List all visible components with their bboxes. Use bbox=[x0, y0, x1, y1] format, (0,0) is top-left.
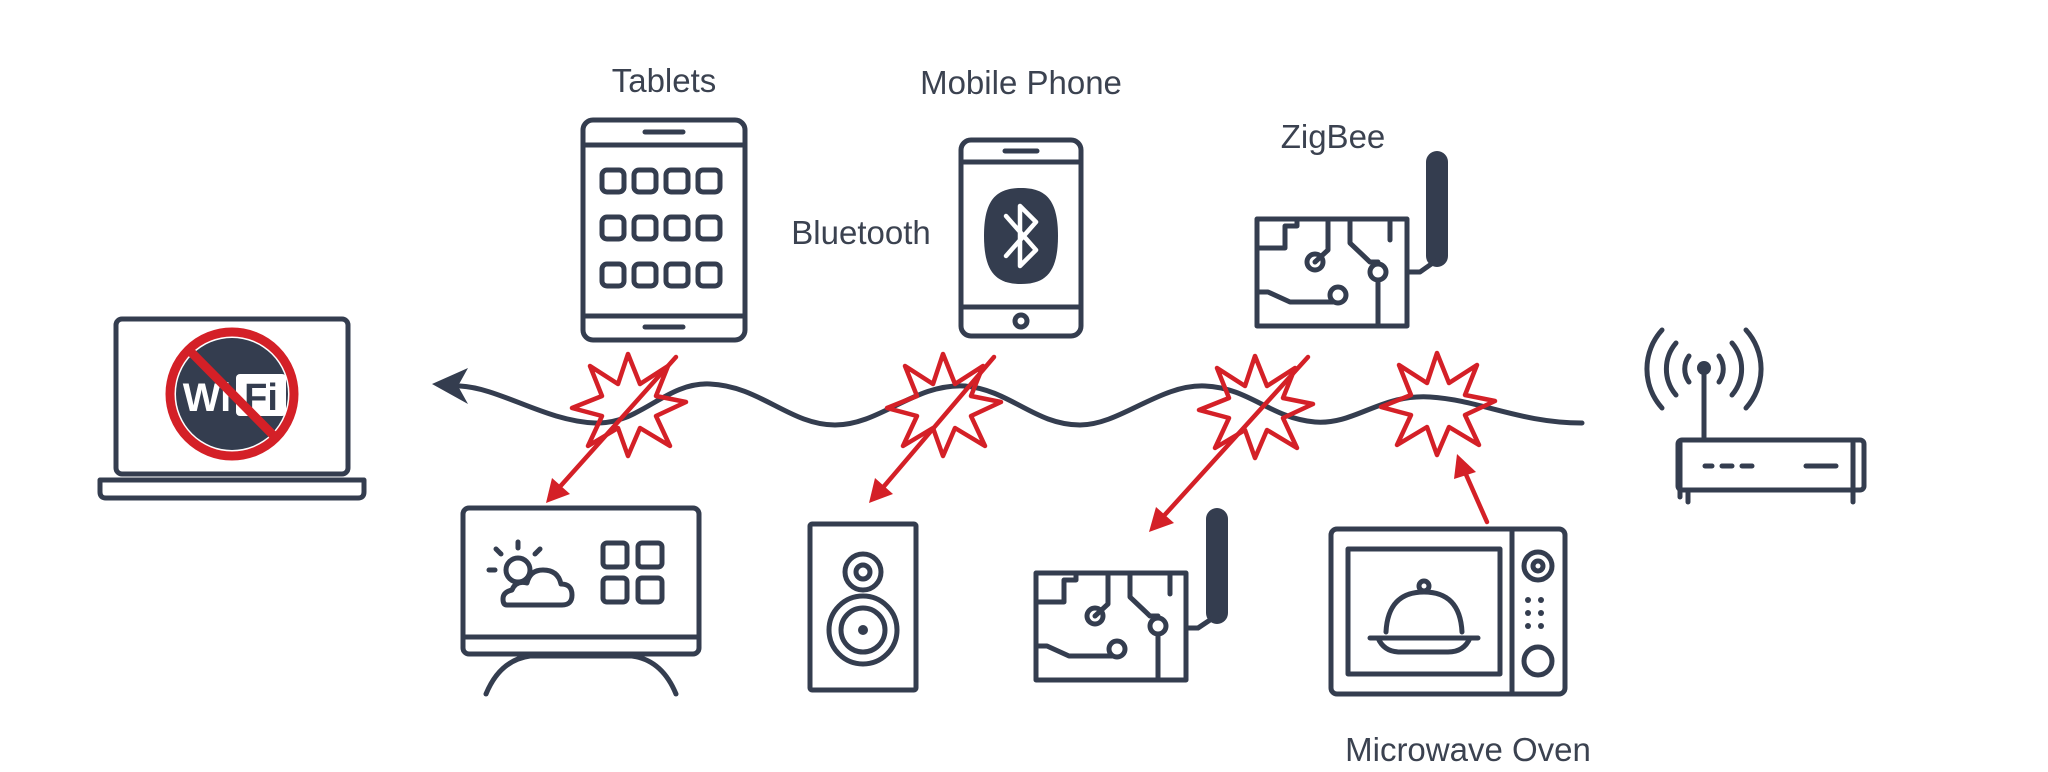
weather-icon bbox=[486, 539, 575, 608]
zigbee-module-icon bbox=[1254, 151, 1448, 329]
covered-dish-icon bbox=[1367, 578, 1481, 655]
label-tablets: Tablets bbox=[612, 62, 717, 99]
smart-tv-icon bbox=[460, 505, 702, 697]
tablet-app-grid bbox=[599, 167, 723, 289]
keypad-dots bbox=[1525, 597, 1544, 629]
interference-arrow-microwave-up bbox=[1454, 454, 1490, 525]
wifi-signal-wave bbox=[432, 368, 1585, 428]
mobile-phone-bluetooth-icon bbox=[958, 137, 1084, 339]
label-zigbee: ZigBee bbox=[1281, 118, 1386, 155]
interference-burst-icon bbox=[1378, 350, 1498, 458]
wave-arrowhead bbox=[432, 368, 468, 404]
bluetooth-icon bbox=[1003, 203, 1039, 269]
no-symbol-slash bbox=[186, 347, 279, 441]
microwave-oven-icon bbox=[1328, 526, 1568, 697]
label-microwave-oven: Microwave Oven bbox=[1345, 731, 1591, 768]
interference-burst-icon bbox=[884, 351, 1004, 459]
interference-burst-icon bbox=[569, 351, 689, 459]
no-symbol-ring bbox=[165, 327, 299, 461]
zigbee-module-icon bbox=[1033, 508, 1228, 683]
app-grid-icon bbox=[600, 540, 665, 605]
speaker-icon bbox=[807, 521, 919, 693]
laptop-no-wifi-icon: Wi Fi bbox=[97, 316, 367, 501]
interference-burst-icon bbox=[1196, 353, 1316, 461]
interference-arrow-phone-to-speaker bbox=[869, 354, 997, 503]
tablet-icon bbox=[580, 117, 748, 343]
wifi-router-icon bbox=[1644, 327, 1867, 505]
label-bluetooth: Bluetooth bbox=[791, 214, 930, 251]
interference-arrow-zigbee-to-zigbee bbox=[1149, 354, 1311, 532]
label-mobile-phone: Mobile Phone bbox=[920, 64, 1122, 101]
interference-arrow-tablet-to-tv bbox=[546, 354, 679, 503]
